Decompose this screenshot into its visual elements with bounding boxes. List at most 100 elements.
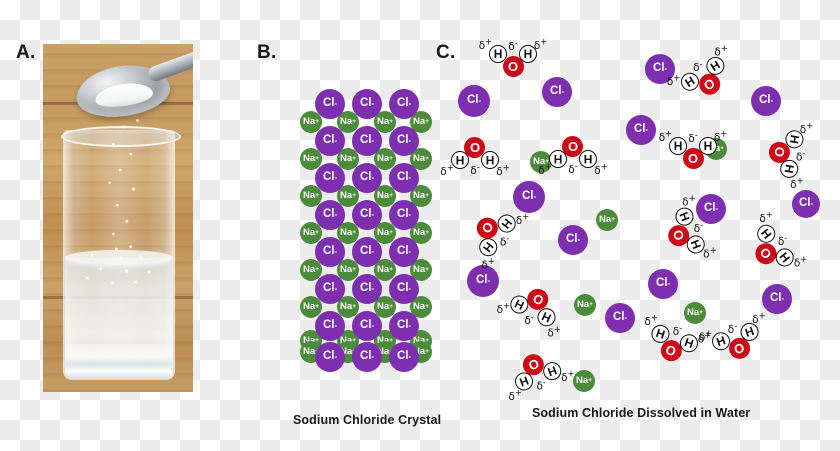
delta-negative-label: δ- <box>508 37 518 53</box>
sodium-ion: Na+ <box>337 222 359 244</box>
chloride-ion: Cl- <box>315 163 345 193</box>
chloride-ion: Cl- <box>751 86 781 116</box>
panel-letter-a: A. <box>16 42 36 63</box>
delta-positive-label: δ+ <box>538 160 553 177</box>
sodium-ion: Na+ <box>530 151 552 173</box>
sodium-ion: Na+ <box>337 185 359 207</box>
delta-positive-label: δ+ <box>440 161 455 178</box>
chloride-ion: Cl- <box>352 200 382 230</box>
chloride-ion: Cl- <box>389 200 419 230</box>
delta-positive-label: δ+ <box>793 253 807 270</box>
chloride-ion: Cl- <box>315 126 345 156</box>
sodium-ion: Na+ <box>573 370 595 392</box>
delta-positive-label: δ+ <box>533 36 548 53</box>
glass-base <box>65 344 173 380</box>
delta-positive-label: δ+ <box>713 128 728 145</box>
chloride-ion: Cl- <box>352 163 382 193</box>
delta-negative-label: δ- <box>693 58 703 74</box>
delta-positive-label: δ+ <box>497 300 511 316</box>
panel-letter-b: B. <box>257 42 277 63</box>
sodium-ion: Na+ <box>574 294 596 316</box>
delta-positive-label: δ+ <box>702 244 717 261</box>
chloride-ion: Cl- <box>645 54 675 84</box>
chloride-ion: Cl- <box>315 342 345 372</box>
chloride-ion: Cl- <box>605 303 635 333</box>
delta-positive-label: δ+ <box>714 43 728 59</box>
delta-positive-label: δ+ <box>681 193 696 210</box>
sodium-ion: Na+ <box>374 296 396 318</box>
hydrogen-atom: H <box>753 221 779 247</box>
sodium-ion: Na+ <box>596 209 618 231</box>
chloride-ion: Cl- <box>352 311 382 341</box>
chloride-ion: Cl- <box>315 311 345 341</box>
chloride-ion: Cl- <box>542 77 572 107</box>
delta-positive-label: δ+ <box>560 368 575 384</box>
sodium-ion: Na+ <box>410 259 432 281</box>
chloride-ion: Cl- <box>352 126 382 156</box>
delta-positive-label: δ+ <box>481 255 495 271</box>
delta-negative-label: δ- <box>524 311 534 327</box>
sodium-ion: Na+ <box>410 111 432 133</box>
delta-positive-label: δ+ <box>789 175 804 191</box>
panel-a-photo <box>43 44 193 392</box>
sodium-ion: Na+ <box>300 296 322 318</box>
delta-negative-label: δ- <box>672 322 683 338</box>
chloride-ion: Cl- <box>389 274 419 304</box>
oxygen-atom: O <box>502 55 524 77</box>
delta-positive-label: δ+ <box>593 160 608 177</box>
chloride-ion: Cl- <box>558 225 588 255</box>
delta-positive-label: δ+ <box>759 210 773 226</box>
delta-positive-label: δ+ <box>478 36 493 53</box>
hydrogen-atom: H <box>518 45 537 64</box>
chloride-ion: Cl- <box>315 89 345 119</box>
chloride-ion: Cl- <box>458 85 490 117</box>
chloride-ion: Cl- <box>389 237 419 267</box>
sodium-ion: Na+ <box>374 148 396 170</box>
sodium-ion: Na+ <box>337 296 359 318</box>
delta-positive-label: δ+ <box>751 311 766 327</box>
chloride-ion: Cl- <box>389 311 419 341</box>
delta-negative-label: δ- <box>536 376 546 393</box>
delta-negative-label: δ- <box>727 320 738 336</box>
sodium-ion: Na+ <box>374 185 396 207</box>
hydrogen-atom: H <box>698 137 717 156</box>
chloride-ion: Cl- <box>467 265 499 297</box>
panel-letter-c: C. <box>436 42 456 63</box>
chloride-ion: Cl- <box>352 274 382 304</box>
sodium-ion: Na+ <box>410 148 432 170</box>
delta-positive-label: δ+ <box>515 211 529 228</box>
chloride-ion: Cl- <box>352 342 382 372</box>
sodium-ion: Na+ <box>410 296 432 318</box>
chloride-ion: Cl- <box>696 194 726 224</box>
chloride-ion: Cl- <box>762 284 792 314</box>
sodium-ion: Na+ <box>374 259 396 281</box>
caption-solution: Sodium Chloride Dissolved in Water <box>532 406 751 420</box>
sodium-ion: Na+ <box>337 111 359 133</box>
delta-negative-label: δ- <box>795 147 806 164</box>
chloride-ion: Cl- <box>389 163 419 193</box>
oxygen-atom: O <box>682 147 704 169</box>
delta-positive-label: δ+ <box>547 323 561 339</box>
delta-positive-label: δ+ <box>658 128 673 145</box>
sodium-ion: Na+ <box>410 222 432 244</box>
chloride-ion: Cl- <box>315 274 345 304</box>
hydrogen-atom: H <box>489 45 508 64</box>
chloride-ion: Cl- <box>389 342 419 372</box>
caption-crystal: Sodium Chloride Crystal <box>293 413 442 427</box>
delta-positive-label: δ+ <box>667 72 681 89</box>
delta-negative-label: δ- <box>688 129 698 145</box>
sodium-ion: Na+ <box>300 222 322 244</box>
delta-positive-label: δ+ <box>644 313 659 329</box>
hydrogen-atom: H <box>669 137 688 156</box>
sodium-ion: Na+ <box>374 111 396 133</box>
sodium-ion: Na+ <box>300 111 322 133</box>
chloride-ion: Cl- <box>352 89 382 119</box>
chloride-ion: Cl- <box>792 190 820 218</box>
chloride-ion: Cl- <box>389 126 419 156</box>
sodium-ion: Na+ <box>337 148 359 170</box>
chloride-ion: Cl- <box>389 89 419 119</box>
chloride-ion: Cl- <box>626 115 656 145</box>
chloride-ion: Cl- <box>513 181 545 213</box>
sodium-ion: Na+ <box>374 222 396 244</box>
